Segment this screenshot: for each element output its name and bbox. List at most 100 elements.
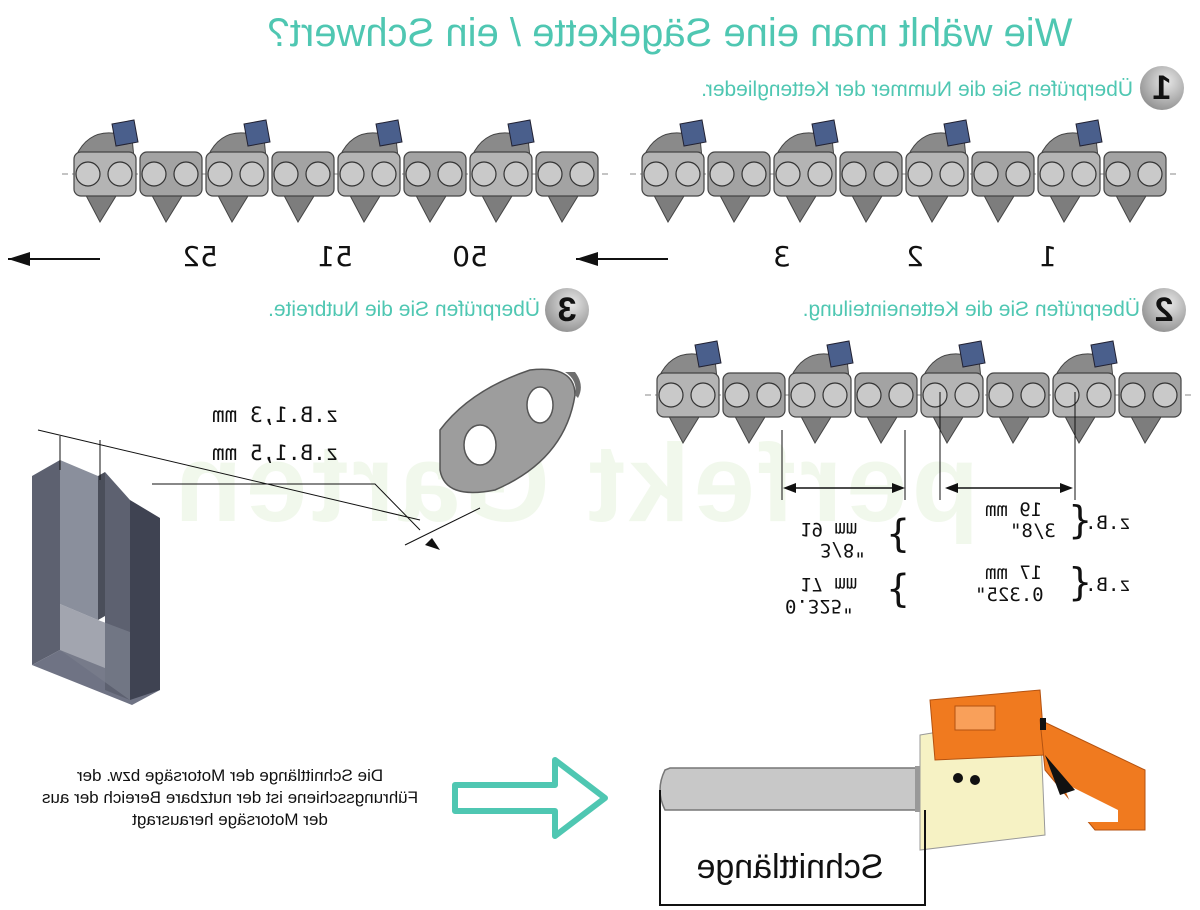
rivet [141,161,167,187]
rivet [841,161,867,187]
rivet [675,161,701,187]
cutter-edge [243,119,271,147]
link-number-3: 3 [773,240,791,273]
pitch-inch-1: 3/8" [1010,520,1056,542]
rivet [405,161,431,187]
rivet [1152,382,1178,408]
rivet [756,382,782,408]
rivet [107,161,133,187]
arrow-middle-head [576,252,598,266]
rivet [503,161,529,187]
saw-handle-grip [1062,782,1118,822]
pitch-brace-2: { [1068,560,1093,604]
pitch-arrow [945,483,958,493]
outline-arrow [452,757,608,839]
cut-length-label: Schnittlänge [696,848,884,886]
rivet [239,161,265,187]
groove-leader [37,429,421,521]
pitch-arrow [1060,483,1073,493]
link-number-52: 52 [182,240,218,273]
rivet [1120,382,1146,408]
link-number-1: 1 [1039,240,1057,273]
groove-arrow [425,538,440,550]
rivet [658,382,684,408]
rivet [437,161,463,187]
cut-length-note: Die Schnittlänge der Motorsäge bzw. der … [41,766,419,829]
rivet [643,161,669,187]
cutter-edge [826,340,854,368]
rivet [709,161,735,187]
arrow-left-head [8,252,30,266]
pitch-mm-3: 19 mm [800,518,858,540]
groove-leader [404,507,481,546]
rivet [741,161,767,187]
cutter-edge [943,119,971,147]
pitch-inch-4: 0.325" [785,595,854,617]
link-number-51: 51 [317,240,353,273]
rivet [1020,382,1046,408]
drive-link-body [439,368,576,494]
cutter-edge [375,119,403,147]
rivet [988,382,1014,408]
groove-inner [98,472,105,620]
rivet [471,161,497,187]
pitch-mm-1: 19 mm [985,499,1043,521]
rivet [1039,161,1065,187]
groove-leader [152,483,421,531]
saw-handle [1039,719,1146,831]
pitch-mm-4: 17 mm [800,573,858,595]
groove-width-1: z.B.1,3 mm [212,403,339,427]
cutter-edge [507,119,535,147]
rivet [724,382,750,408]
cutter-edge [679,119,707,147]
rivet [537,161,563,187]
saw-grille [954,705,996,731]
rivet [822,382,848,408]
pitch-brace-3: { [886,515,911,559]
groove-side [32,460,60,665]
drive-link-edge [565,372,581,398]
cutter-edge [1075,119,1103,147]
guide-bar [659,767,926,811]
rivet [569,161,595,187]
drive-link-hole [463,424,497,466]
chain-pitch [645,340,1193,445]
groove-wall [60,460,98,620]
rivet [1071,161,1097,187]
rivet [907,161,933,187]
pitch-inch-2: 0.325" [975,584,1044,606]
pitch-brace-4: { [886,570,911,614]
rivet [939,161,965,187]
rivet [1054,382,1080,408]
rivet [973,161,999,187]
cutter-edge [694,340,722,368]
saw-screw [953,773,963,783]
rivet [1086,382,1112,408]
pitch-brace-1: { [1068,498,1093,542]
rivet [75,161,101,187]
pitch-mm-2: 17 mm [985,562,1043,584]
rivet [273,161,299,187]
rivet [807,161,833,187]
groove-profile [32,460,160,705]
rivet [873,161,899,187]
saw-trigger [1045,755,1075,795]
cutter-edge [958,340,986,368]
groove-wall-right-side [130,500,160,700]
rivet [922,382,948,408]
drive-link-hole [526,386,554,424]
cutter-edge [111,119,139,147]
groove-base [60,604,130,700]
chainsaw-illustration [659,689,1146,851]
saw-screw [970,775,980,785]
chain-left [62,119,610,224]
rivet [954,382,980,408]
rivet [1005,161,1031,187]
link-number-50: 50 [452,240,488,273]
cut-length-bracket [659,790,926,906]
rivet [305,161,331,187]
pitch-inch-3: 3/8" [820,539,866,561]
rivet [339,161,365,187]
